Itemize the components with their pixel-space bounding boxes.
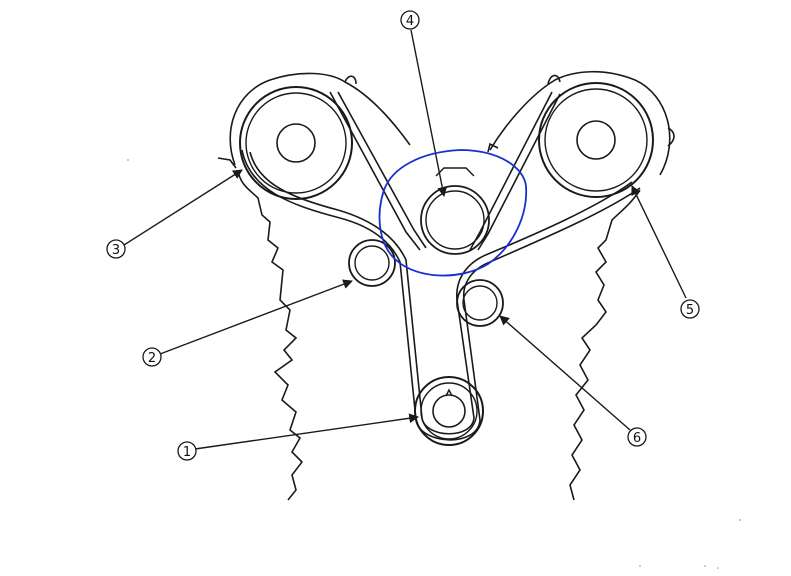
callout-3-label: 3 [112,243,120,258]
callout-3: 3 [106,239,126,259]
callout-1-label: 1 [183,445,191,460]
water-pump-pulley [420,167,490,255]
callout-2-label: 2 [148,351,156,366]
right-camshaft-pulley [538,82,654,198]
callout-1: 1 [177,441,197,461]
highlight-circle [378,149,528,277]
scan-specks [127,159,741,569]
callout-4-label: 4 [406,14,414,29]
engine-block-outline-left [217,157,304,501]
timing-belt [241,91,641,441]
cam-covers [229,70,671,176]
callout-6-label: 6 [633,431,641,446]
callout-5: 5 [680,299,700,319]
callout-2: 2 [142,347,162,367]
callout-5-label: 5 [686,303,694,318]
idler-pulley-left [348,239,396,287]
left-camshaft-pulley [239,86,353,200]
leader-lines [123,29,687,450]
callout-6: 6 [627,427,647,447]
callout-4: 4 [400,10,420,30]
